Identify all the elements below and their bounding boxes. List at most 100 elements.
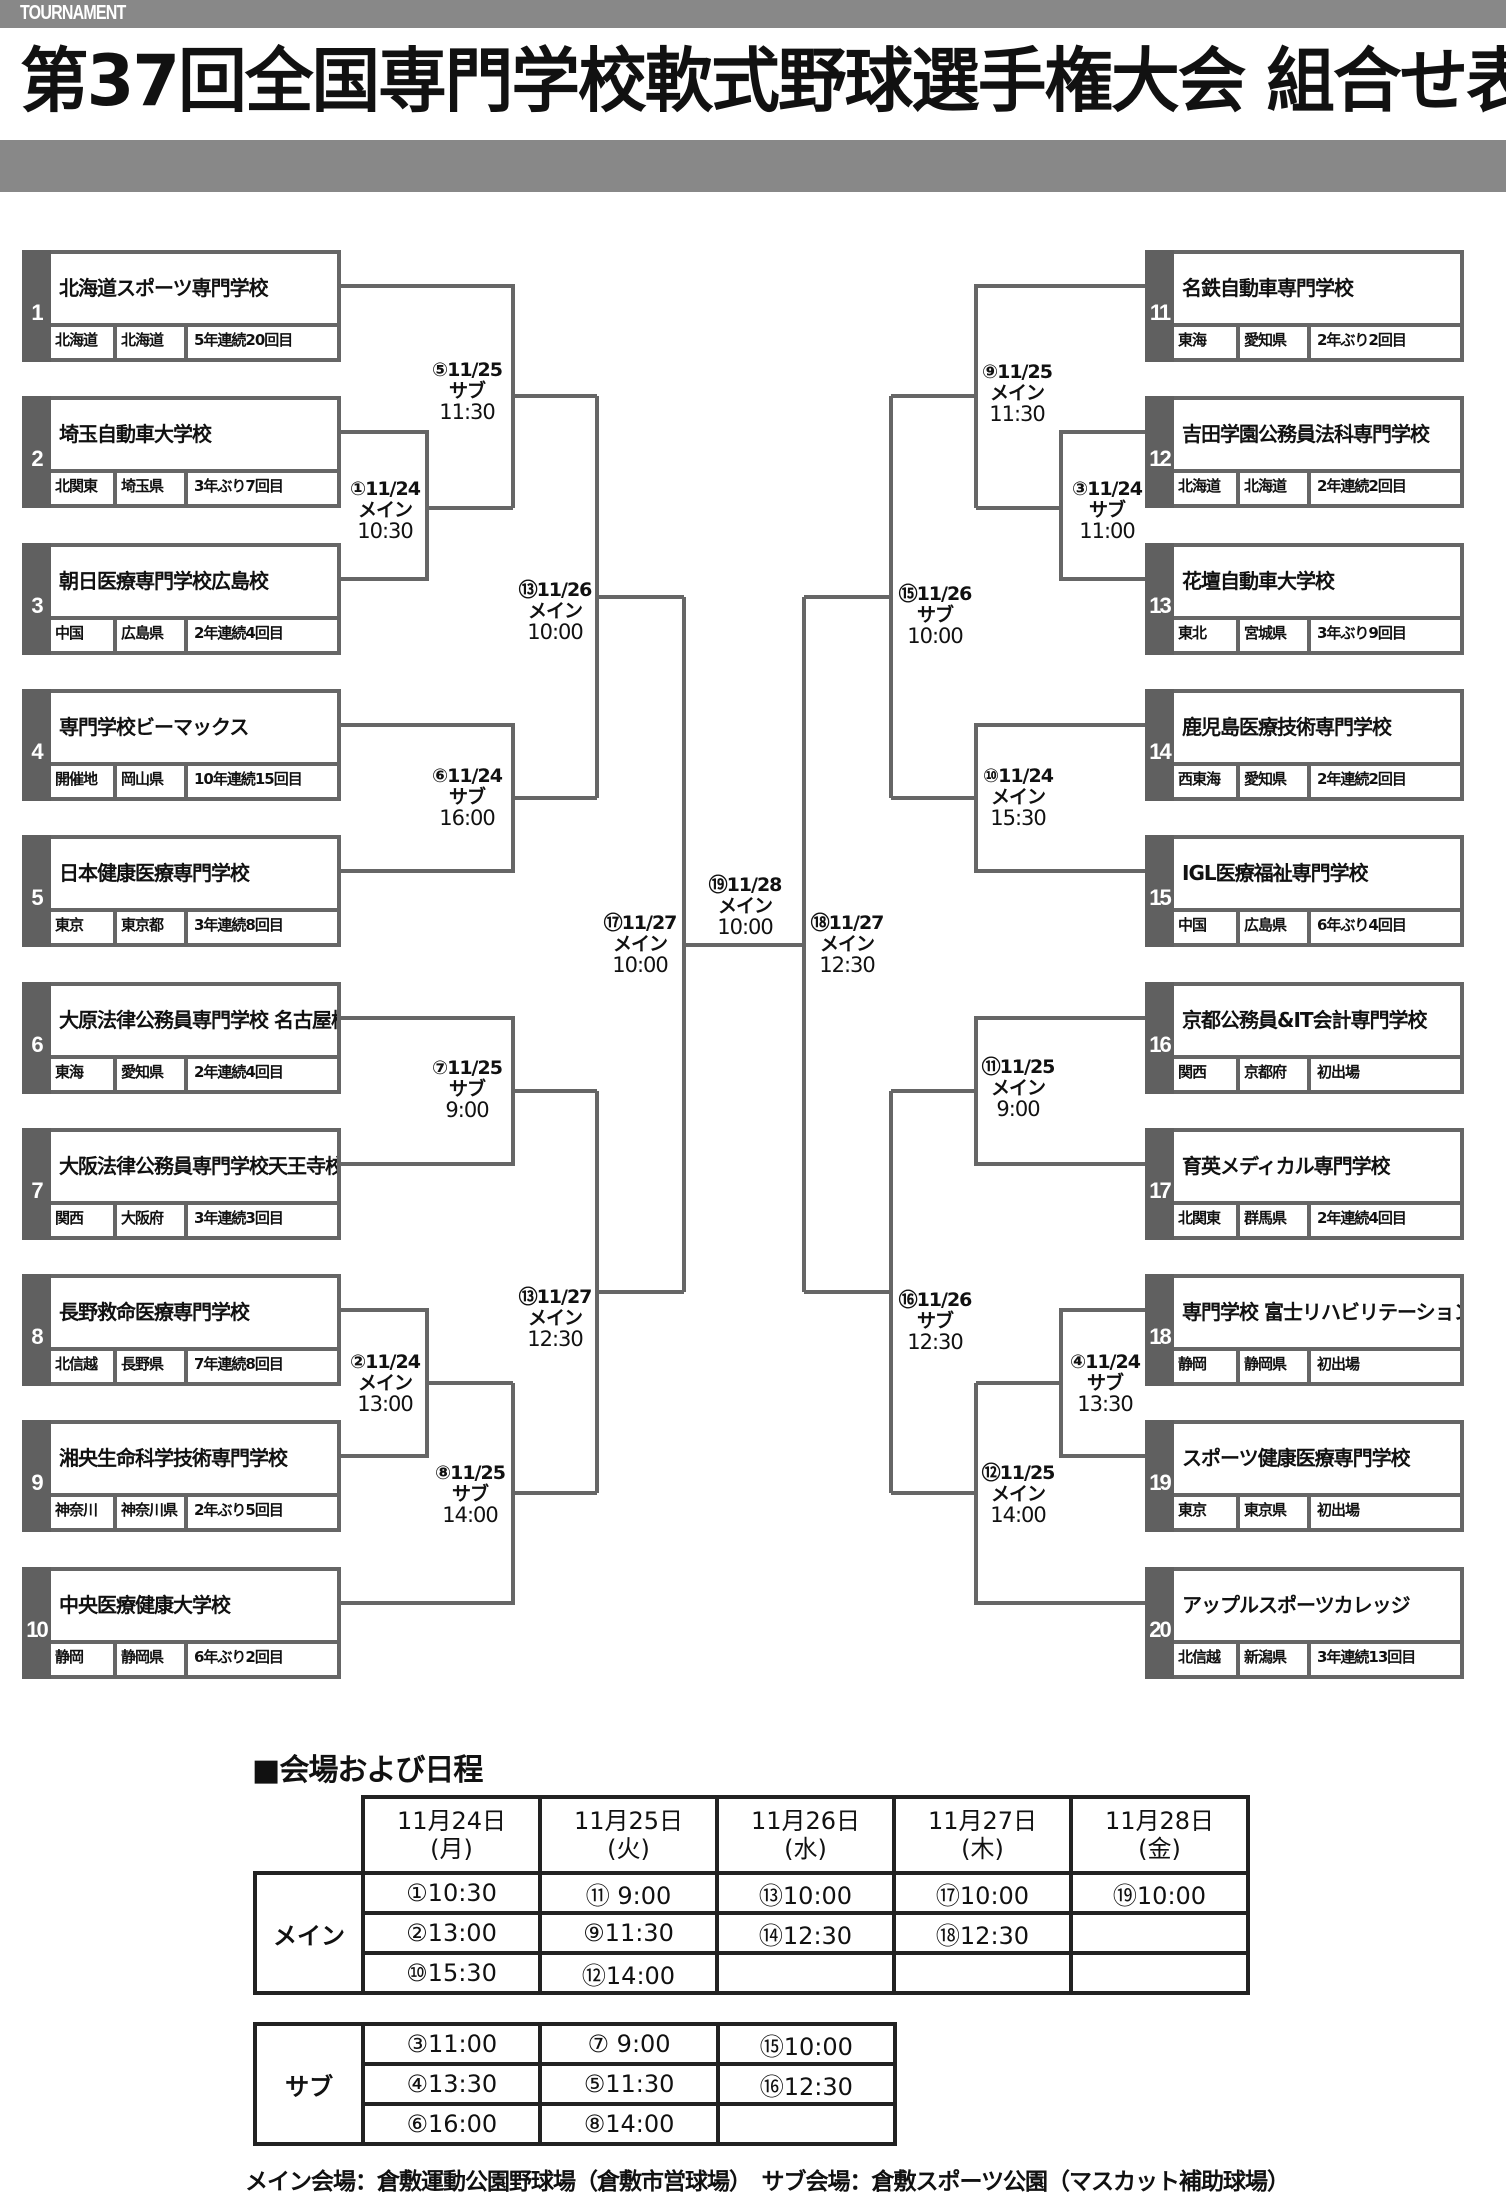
match-time: 10:00	[612, 953, 669, 977]
sub-venue-label: サブ	[252, 2022, 366, 2146]
team-region: 静岡	[1174, 1347, 1240, 1382]
day-weekday: (木)	[961, 1835, 1004, 1863]
day-date: 11月25日	[573, 1807, 684, 1835]
match-venue: サブ	[448, 1078, 486, 1100]
team-prefecture: 静岡県	[117, 1640, 188, 1675]
team-region: 関西	[51, 1201, 117, 1236]
team-record: 3年連続13回目	[1317, 1648, 1416, 1666]
team-record: 3年連続3回目	[194, 1209, 284, 1227]
team-prefecture: 宮城県	[1240, 616, 1311, 651]
team-record: 10年連続15回目	[194, 770, 303, 788]
match-venue: サブ	[916, 1310, 954, 1332]
match-time: 11:00	[1079, 519, 1136, 543]
team-record: 初出場	[1317, 1355, 1360, 1373]
schedule-cell: ⑬10:00	[715, 1871, 896, 1915]
team-name: 花壇自動車大学校	[1174, 547, 1460, 620]
match-date: ①11/24	[350, 478, 421, 500]
team-name: 大原法律公務員専門学校 名古屋校	[51, 986, 337, 1059]
bracket-line-m7	[341, 1016, 597, 1166]
match-date: ⑤11/25	[432, 359, 503, 381]
schedule-cell: ⑧14:00	[538, 2102, 720, 2146]
match-date: ⑧11/25	[435, 1462, 506, 1484]
match-venue: サブ	[916, 604, 954, 626]
bracket-line-m4	[976, 1308, 1145, 1458]
schedule-cell: ①10:30	[361, 1871, 542, 1915]
team-name: 名鉄自動車専門学校	[1174, 254, 1460, 327]
schedule-cell: ⑥16:00	[361, 2102, 543, 2146]
team-prefecture: 東京県	[1240, 1493, 1311, 1528]
match-venue: メイン	[717, 895, 773, 917]
team-record: 3年ぶり7回目	[194, 477, 284, 495]
team-record: 2年ぶり2回目	[1317, 331, 1407, 349]
team-record: 3年連続8回目	[194, 916, 284, 934]
team-number: 6	[22, 982, 51, 1094]
team-region: 東海	[1174, 323, 1240, 358]
team-number: 14	[1145, 689, 1174, 801]
team-name: 専門学校 富士リハビリテーション大学校	[1174, 1278, 1460, 1351]
match-venue: メイン	[990, 1483, 1046, 1505]
team-name: 専門学校ビーマックス	[51, 693, 337, 766]
team-number: 8	[22, 1274, 51, 1386]
team-region: 北関東	[1174, 1201, 1240, 1236]
match-time: 10:00	[527, 620, 584, 644]
match-time: 9:00	[445, 1098, 489, 1122]
match-venue: メイン	[819, 933, 875, 955]
team-info: 静岡静岡県初出場	[1174, 1347, 1460, 1382]
match-time: 14:00	[990, 1503, 1047, 1527]
bracket-line-m12	[891, 1383, 1145, 1605]
match-date: ④11/24	[1070, 1351, 1141, 1373]
match-time: 12:30	[819, 953, 876, 977]
team-number: 12	[1145, 396, 1174, 508]
schedule-title: ■会場および日程	[252, 1753, 483, 1788]
main-venue-schedule-table: 11月24日(月)11月25日(火)11月26日(水)11月27日(木)11月2…	[253, 1795, 1250, 1995]
venue-footer: メイン会場：倉敷運動公園野球場（倉敷市営球場） サブ会場：倉敷スポーツ公園（マス…	[245, 2169, 1290, 2195]
match-time: 11:30	[439, 400, 496, 424]
schedule-cell: ⑰10:00	[892, 1871, 1073, 1915]
team-name: 日本健康医療専門学校	[51, 839, 337, 912]
team-prefecture: 北海道	[1240, 469, 1311, 504]
schedule-cell	[715, 2102, 898, 2146]
team-record: 5年連続20回目	[194, 331, 293, 349]
bracket-line-m13	[595, 396, 684, 798]
team-region: 中国	[1174, 908, 1240, 943]
team-prefecture: 埼玉県	[117, 469, 188, 504]
team-record: 2年連続2回目	[1317, 770, 1407, 788]
team-name: IGL医療福祉専門学校	[1174, 839, 1460, 912]
day-date: 11月24日	[396, 1807, 507, 1835]
match-venue: メイン	[612, 933, 668, 955]
team-name: 中央医療健康大学校	[51, 1571, 337, 1644]
bracket-line-m8	[341, 1383, 597, 1605]
match-date: ⑨11/25	[982, 361, 1053, 383]
team-number: 11	[1145, 250, 1174, 362]
schedule-cell: ④13:30	[361, 2062, 543, 2106]
team-record: 2年連続2回目	[1317, 477, 1407, 495]
match-time: 9:00	[996, 1097, 1040, 1121]
team-number: 19	[1145, 1420, 1174, 1532]
match-date: ⑥11/24	[432, 765, 503, 787]
team-record: 6年ぶり4回目	[1317, 916, 1407, 934]
team-number: 1	[22, 250, 51, 362]
